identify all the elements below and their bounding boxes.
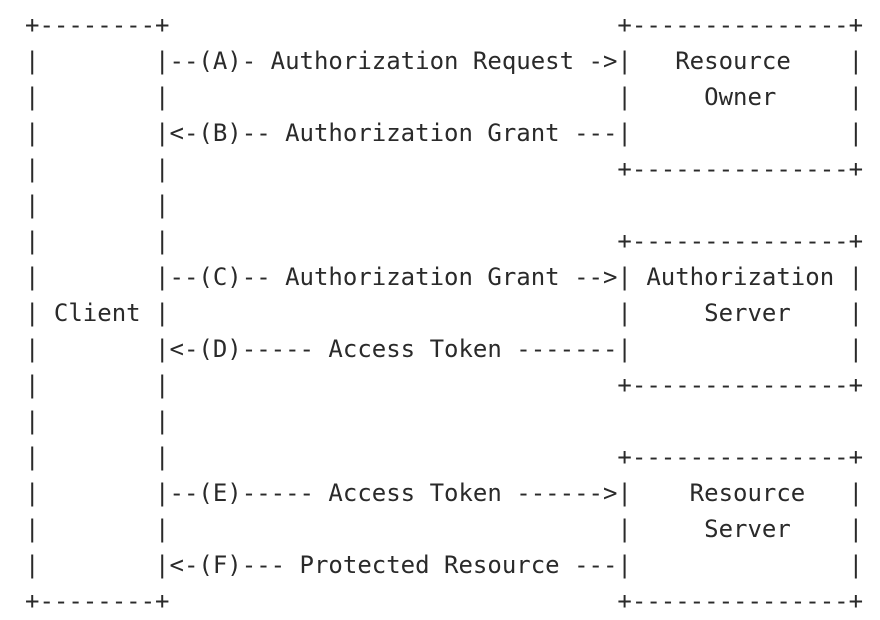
bottom-borders-row: +--------+ +---------------+ [25,587,864,615]
top-borders-row: +--------+ +---------------+ [25,11,864,39]
resource-owner-label-row: | | | Owner | [25,83,864,111]
resource-server-top-border-row: | | +---------------+ [25,443,864,471]
flow-f-protected-resource-row: | |<-(F)--- Protected Resource ---| | [25,551,864,579]
flow-d-access-token-row: | |<-(D)----- Access Token -------| | [25,335,864,363]
flow-e-access-token-row: | |--(E)----- Access Token ------>| Reso… [25,479,864,507]
auth-server-top-border-row: | | +---------------+ [25,227,864,255]
flow-b-authorization-grant-row: | |<-(B)-- Authorization Grant ---| | [25,119,864,147]
resource-owner-bottom-border-row: | | +---------------+ [25,155,864,183]
auth-server-bottom-border-row: | | +---------------+ [25,371,864,399]
spacer-row-1: | | [25,191,170,219]
flow-a-authorization-request-row: | |--(A)- Authorization Request ->| Reso… [25,47,864,75]
resource-server-label-row: | | | Server | [25,515,864,543]
spacer-row-2: | | [25,407,170,435]
client-label-row: | Client | | Server | [25,299,864,327]
flow-c-authorization-grant-row: | |--(C)-- Authorization Grant -->| Auth… [25,263,864,291]
